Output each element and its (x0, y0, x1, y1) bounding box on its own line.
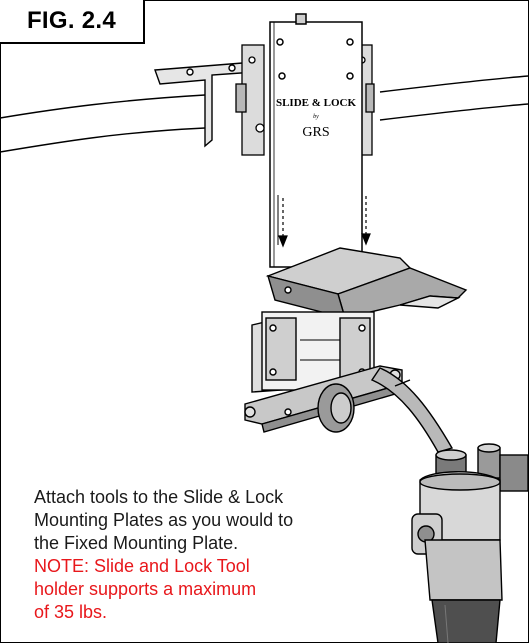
adjustment-knob (317, 383, 355, 433)
brand-line-1: SLIDE & LOCK (276, 97, 357, 109)
caption-line-3: the Fixed Mounting Plate. (34, 533, 239, 553)
brand-line-3: GRS (302, 125, 329, 140)
tool-arm (370, 367, 454, 453)
bench-edge (0, 75, 529, 153)
receiver-block (251, 311, 375, 393)
note-line-2: holder supports a maximum (34, 579, 257, 599)
mounting-bracket (154, 61, 256, 148)
vertical-slide-plate (269, 13, 363, 268)
figure-label: FIG. 2.4 (0, 0, 145, 44)
note-line-1: NOTE: Slide and Lock Tool (34, 556, 250, 576)
caption-line-1: Attach tools to the Slide & Lock (34, 487, 284, 507)
handpiece-holder (411, 443, 529, 643)
caption: Attach tools to the Slide & Lock Mountin… (34, 486, 374, 624)
figure-label-text: FIG. 2.4 (26, 7, 117, 34)
plate-branding: SLIDE & LOCK by GRS (276, 97, 357, 140)
note-line-3: of 35 lbs. (34, 602, 108, 622)
brand-line-2: by (313, 114, 319, 120)
caption-line-2: Mounting Plates as you would to (34, 510, 294, 530)
